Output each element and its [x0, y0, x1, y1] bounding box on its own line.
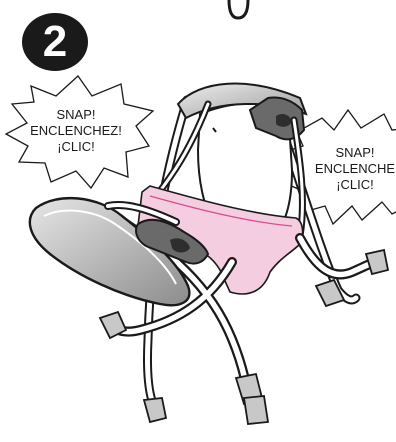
callout-left-line-1: SNAP! [8, 107, 144, 123]
callout-left-line-3: ¡CLIC! [8, 139, 144, 155]
hanging-hook-icon [229, 0, 248, 18]
step-number-badge: 2 [22, 13, 88, 71]
callout-right-line-3: ¡CLIC! [300, 177, 396, 193]
callout-right-line-2: ENCLENCHE [300, 161, 396, 177]
callout-left-line-2: ENCLENCHEZ! [8, 123, 144, 139]
callout-text-left: SNAP! ENCLENCHEZ! ¡CLIC! [8, 107, 144, 155]
callout-right-line-1: SNAP! [300, 145, 396, 161]
callout-text-right: SNAP! ENCLENCHE ¡CLIC! [300, 145, 396, 193]
